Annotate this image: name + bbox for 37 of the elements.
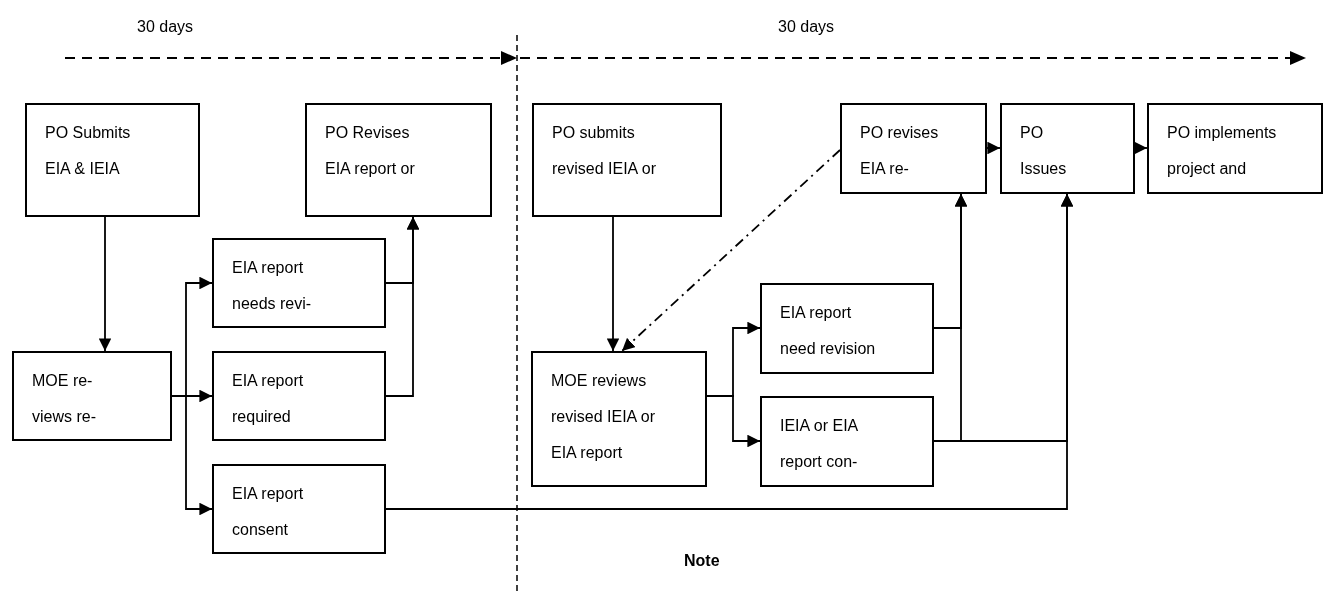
box-text: EIA report consent bbox=[232, 484, 305, 540]
arrow bbox=[98, 216, 112, 352]
arrow bbox=[385, 216, 420, 397]
arrow bbox=[621, 149, 841, 352]
process-box bbox=[1147, 103, 1323, 194]
box-text: MOE reviews revised IEIA or EIA report bbox=[551, 371, 656, 463]
process-box bbox=[212, 464, 386, 554]
arrow bbox=[1134, 141, 1148, 155]
process-box bbox=[840, 103, 987, 194]
box-text: PO Submits EIA & IEIA bbox=[45, 123, 132, 179]
process-box bbox=[12, 351, 172, 441]
note-label: Note bbox=[684, 552, 720, 570]
arrow bbox=[986, 141, 1001, 155]
duration-label: 30 days bbox=[137, 18, 194, 36]
process-box bbox=[760, 396, 934, 487]
box-text: PO Revises EIA report or bbox=[325, 123, 416, 179]
arrow bbox=[171, 395, 213, 516]
box-text: EIA report required bbox=[232, 371, 305, 427]
box-text: EIA report need revision bbox=[780, 303, 877, 359]
process-box bbox=[531, 351, 707, 487]
process-box bbox=[305, 103, 492, 217]
process-box bbox=[212, 238, 386, 328]
box-text: MOE re- views re- bbox=[32, 371, 97, 427]
box-text: PO implements project and bbox=[1167, 123, 1278, 179]
box-text: PO Issues bbox=[1020, 123, 1068, 179]
arrow bbox=[606, 216, 620, 352]
process-box bbox=[1000, 103, 1135, 194]
process-box bbox=[212, 351, 386, 441]
process-box bbox=[25, 103, 200, 217]
box-text: PO revises EIA re- bbox=[860, 123, 940, 179]
box-text: IEIA or EIA report con- bbox=[780, 416, 859, 472]
arrow bbox=[706, 395, 761, 448]
duration-label: 30 days bbox=[778, 18, 835, 36]
box-text: PO submits revised IEIA or bbox=[552, 123, 658, 179]
box-text: EIA report needs revi- bbox=[232, 258, 313, 314]
process-box bbox=[532, 103, 722, 217]
process-box bbox=[760, 283, 934, 374]
